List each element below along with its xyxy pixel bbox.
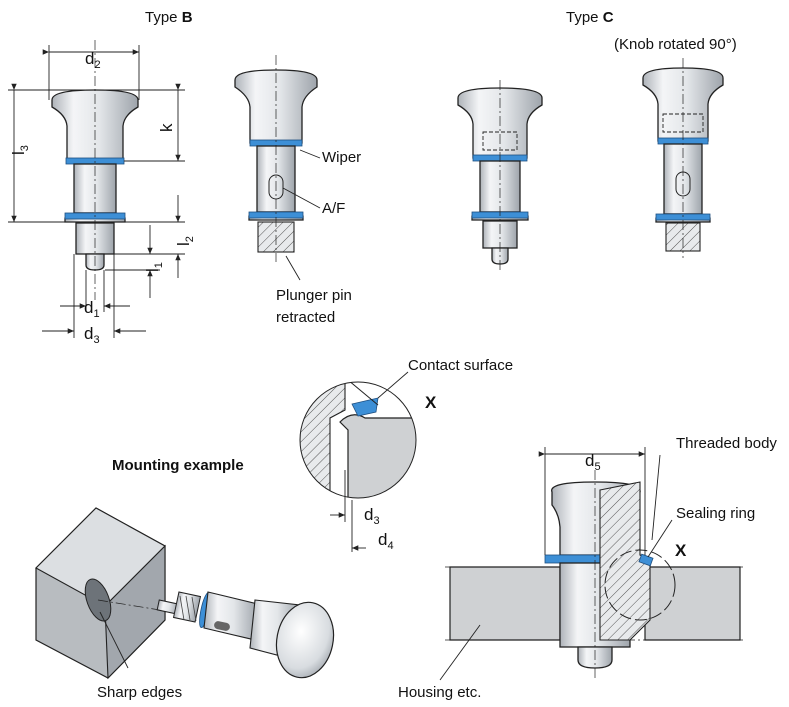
- dim-d1: d1: [84, 298, 100, 320]
- dim-l1: l1: [143, 262, 165, 272]
- type-b-plunger-retracted: [234, 55, 321, 281]
- dim-l2: l2: [174, 236, 196, 246]
- type-c-plunger-1: [457, 80, 543, 272]
- housing-label: Housing etc.: [398, 684, 481, 701]
- type-b-plunger-dimensioned: [51, 40, 139, 300]
- detail-x-label: X: [425, 393, 437, 412]
- mounted-x-label: X: [675, 541, 687, 560]
- type-c-plunger-2: [642, 58, 724, 258]
- mounting-example-illustration: [35, 507, 335, 680]
- detail-dimensions: [330, 470, 366, 552]
- plunger-pin-label-2: retracted: [276, 309, 335, 326]
- dim-d3-detail: d3: [364, 505, 380, 527]
- dim-l3: l3: [9, 145, 31, 155]
- dim-k: k: [157, 123, 176, 132]
- mounted-section: [439, 454, 745, 681]
- type-c-title: Type C: [566, 9, 614, 26]
- dim-d5-lines: [538, 447, 646, 555]
- threaded-body-label: Threaded body: [676, 435, 777, 452]
- dim-d3: d3: [84, 324, 100, 346]
- dim-d2: d2: [85, 49, 101, 71]
- plunger-pin-label-1: Plunger pin: [276, 287, 352, 304]
- dim-d4: d4: [378, 530, 394, 552]
- mounting-example-title: Mounting example: [112, 457, 244, 474]
- wiper-label: Wiper: [322, 149, 361, 166]
- knob-rotated-note: (Knob rotated 90°): [614, 36, 737, 53]
- sealing-ring-label: Sealing ring: [676, 505, 755, 522]
- sharp-edges-label: Sharp edges: [97, 684, 182, 701]
- contact-surface-label: Contact surface: [408, 357, 513, 374]
- dim-d5: d5: [585, 451, 601, 473]
- type-b-title: Type B: [145, 9, 193, 26]
- af-label: A/F: [322, 200, 345, 217]
- detail-x: [299, 371, 417, 499]
- type-b-dimensions: d2 l3 k l2 l1 d1 d3: [8, 45, 196, 346]
